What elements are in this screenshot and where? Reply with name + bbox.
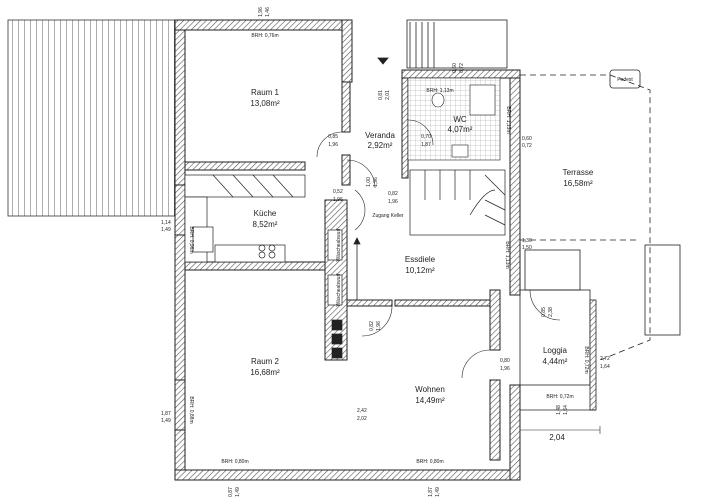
room-area-kueche: 8,52m² <box>253 220 278 229</box>
room-area-raum2: 16,68m² <box>250 368 280 377</box>
dim-164: 1,64 <box>600 364 610 370</box>
room-name-essdiele: Essdiele <box>405 255 436 264</box>
brh-essdiele-right: BRH: 1,13m <box>504 241 510 268</box>
dim-052: 0,52 <box>333 189 343 195</box>
dim-196: 1,96 <box>258 7 264 17</box>
room-name-raum2: Raum 2 <box>251 357 280 366</box>
dim-060-b: 0,60 <box>522 136 532 142</box>
room-name-veranda: Veranda <box>365 131 395 140</box>
dim-130: 1,30 <box>522 238 532 244</box>
dim-196-e: 1,96 <box>388 199 398 205</box>
dim-196-f: 1,96 <box>376 321 382 331</box>
dim-201: 2,01 <box>385 90 391 100</box>
dim-149-b: 1,49 <box>161 418 171 424</box>
dim-060-a: 0,60 <box>452 63 458 73</box>
dim-238: 2,38 <box>548 307 554 317</box>
dim-187-b: 1,87 <box>161 411 171 417</box>
room-name-loggia: Loggia <box>543 346 568 355</box>
room-name-kueche: Küche <box>254 209 277 218</box>
dim-081: 0,81 <box>378 90 384 100</box>
entrance-stairs <box>377 19 508 69</box>
door-swings <box>316 119 561 379</box>
dim-082-b: 0,82 <box>369 321 375 331</box>
dim-082: 0,82 <box>388 191 398 197</box>
dim-187: 1,87 <box>421 142 431 148</box>
room-name-terrasse: Terrasse <box>563 168 594 177</box>
room-name-wc: WC <box>453 115 467 124</box>
dim-149: 1,49 <box>161 227 171 233</box>
room-area-veranda: 2,92m² <box>368 141 393 150</box>
dim-164-b: 1,64 <box>563 405 569 415</box>
dim-085-b: 0,85 <box>541 307 547 317</box>
brh-wohnen-bottom: BRH: 0,80m <box>416 459 443 465</box>
dim-196-c: 1,96 <box>333 197 343 203</box>
room-area-terrasse: 16,58m² <box>563 179 593 188</box>
dim-150: 1,50 <box>522 245 532 251</box>
dimension-204-label: 2,04 <box>549 433 565 442</box>
brh-wc-side: BRH: 1,13m <box>505 106 511 133</box>
dimension-line <box>519 426 601 434</box>
waescheabwurf-label-1: Wäscheabwurf <box>336 228 342 262</box>
room-area-wc: 4,07m² <box>448 125 473 134</box>
dim-085: 0,85 <box>328 134 338 140</box>
brh-raum2-left: BRH: 0,88m <box>188 396 194 423</box>
dim-187-c: 1,87 <box>428 487 434 497</box>
dim-149-d: 1,49 <box>435 487 441 497</box>
room-area-wohnen: 14,49m² <box>415 396 445 405</box>
room-area-loggia: 4,44m² <box>543 357 568 366</box>
brh-labels: BRH: 0,76m BRH: 1,13m BRH: 1,13m BRH: 0,… <box>188 33 589 465</box>
waescheabwurf-label-2: Wäscheabwurf <box>336 273 342 307</box>
brh-loggia-side: BRH: 0,72m <box>583 346 589 373</box>
room-area-raum1: 13,08m² <box>250 99 280 108</box>
dim-100: 1,00 <box>366 177 372 187</box>
room-labels: Raum 1 13,08m² Veranda 2,92m² WC 4,07m² … <box>250 88 594 405</box>
dim-202: 2,02 <box>357 416 367 422</box>
dim-242: 2,42 <box>357 408 367 414</box>
dim-148: 1,48 <box>556 405 562 415</box>
wc-room <box>407 77 501 161</box>
door-dimensions: 1,96 1,46 0,60 0,72 0,81 2,01 0,85 1,96 … <box>161 7 610 497</box>
terrace-area <box>520 69 681 361</box>
dim-080: 0,80 <box>500 358 510 364</box>
misc-labels: Podest Zugang Keller Wäscheabwurf Wäsche… <box>336 77 633 442</box>
brh-raum2-bottom: BRH: 0,80m <box>221 459 248 465</box>
chimney-column <box>327 229 343 359</box>
dim-196-d: 1,96 <box>373 177 379 187</box>
dim-114: 1,14 <box>161 220 171 226</box>
dim-072-b: 0,72 <box>522 143 532 149</box>
wooden-deck <box>7 19 179 217</box>
dim-196-b: 1,96 <box>328 142 338 148</box>
dim-072-a: 0,72 <box>459 63 465 73</box>
kitchen-counter <box>184 174 306 263</box>
exterior-walls <box>174 19 521 481</box>
cellar-stairs <box>409 169 506 236</box>
brh-wc: BRH: 1,13m <box>426 88 453 94</box>
dim-149-c: 1,49 <box>235 487 241 497</box>
brh-raum1-top: BRH: 0,76m <box>251 33 278 39</box>
brh-loggia: BRH: 0,72m <box>546 394 573 400</box>
essdiele-arrow <box>353 237 361 300</box>
dim-146: 1,46 <box>265 7 271 17</box>
room-area-essdiele: 10,12m² <box>405 266 435 275</box>
brh-kueche-left: BRH: 0,96m <box>188 226 194 253</box>
dim-070: 0,70 <box>421 134 431 140</box>
dim-196-g: 1,96 <box>500 366 510 372</box>
room-name-raum1: Raum 1 <box>251 88 280 97</box>
dim-087: 0,87 <box>228 487 234 497</box>
room-name-wohnen: Wohnen <box>415 385 445 394</box>
zugang-keller-label: Zugang Keller <box>372 213 403 219</box>
podest-label: Podest <box>617 77 633 83</box>
dim-272: 2,72 <box>600 356 610 362</box>
